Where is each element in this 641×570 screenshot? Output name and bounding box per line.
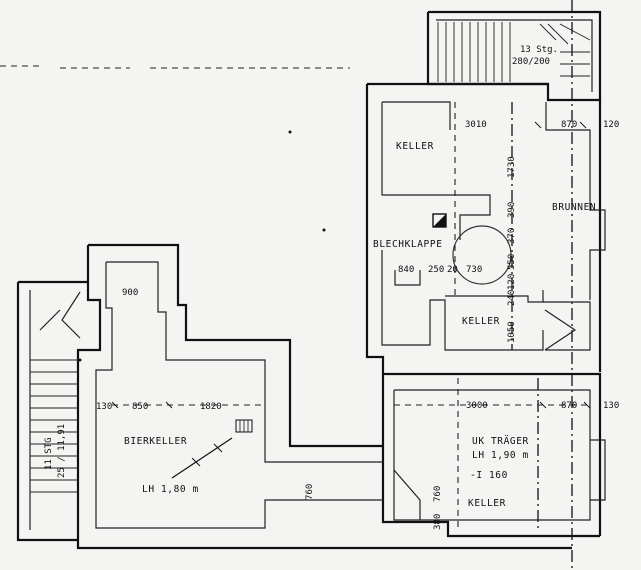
dim-760-right: 760 [433, 486, 443, 502]
dim-850: 850 [132, 402, 148, 412]
dim-120: 120 [603, 120, 619, 130]
dim-1820: 1820 [200, 402, 222, 412]
dim-760-left: 760 [305, 484, 315, 500]
room-label-bierkeller: BIERKELLER [124, 436, 187, 447]
label-brunnen: BRUNNEN [552, 202, 596, 213]
dim-390: 390 [507, 202, 517, 218]
dim-1730: 1730 [507, 156, 517, 178]
dim-130b: 130 [603, 401, 619, 411]
top-staircase: 13 Stg. 280/200 [426, 10, 602, 102]
stray-mark-dot [288, 130, 292, 134]
label-i160: -I 160 [470, 470, 508, 481]
label-lh-bierkeller: LH 1,80 m [142, 484, 199, 495]
dim-120b: 120 [507, 274, 517, 290]
dim-3000: 3000 [466, 401, 488, 411]
stairs-top-count: 13 Stg. [520, 45, 558, 55]
upper-building-walls [365, 82, 606, 374]
dim-900: 900 [122, 288, 138, 298]
stairs-left-count: 11 STG [44, 437, 54, 470]
dimension-ticks [111, 121, 591, 409]
dim-870-bottom: 870 [561, 401, 577, 411]
stairs-top-size: 280/200 [512, 57, 550, 67]
room-label-keller-top: KELLER [396, 141, 434, 152]
lower-right-block [381, 372, 606, 538]
dim-550: 550 [507, 254, 517, 270]
bierkeller-details [112, 404, 265, 479]
label-uk-trager: UK TRÄGER [472, 436, 529, 447]
stray-mark-dot [78, 358, 82, 362]
dim-870-top: 870 [561, 120, 577, 130]
dim-840: 840 [398, 265, 414, 275]
dim-240: 240 [507, 290, 517, 306]
label-blechklappe: BLECHKLAPPE [373, 239, 443, 250]
stairs-left-size: 25 / 11,91 [57, 424, 67, 478]
left-staircase: 11 STG 25 / 11,91 [16, 280, 88, 542]
label-lh-trager: LH 1,90 m [472, 450, 529, 461]
room-label-keller-bottom: KELLER [468, 498, 506, 509]
room-label-keller-mid: KELLER [462, 316, 500, 327]
dim-370: 370 [507, 228, 517, 244]
dim-730: 730 [466, 265, 482, 275]
dim-250: 250 [428, 265, 444, 275]
dim-1050: 1050 [507, 321, 517, 343]
left-wing-walls [39, 243, 572, 550]
dim-20: 20 [447, 265, 458, 275]
dim-130: 130 [96, 402, 112, 412]
stray-mark-dot [322, 228, 326, 232]
dim-3010: 3010 [465, 120, 487, 130]
dim-380: 380 [433, 514, 443, 530]
